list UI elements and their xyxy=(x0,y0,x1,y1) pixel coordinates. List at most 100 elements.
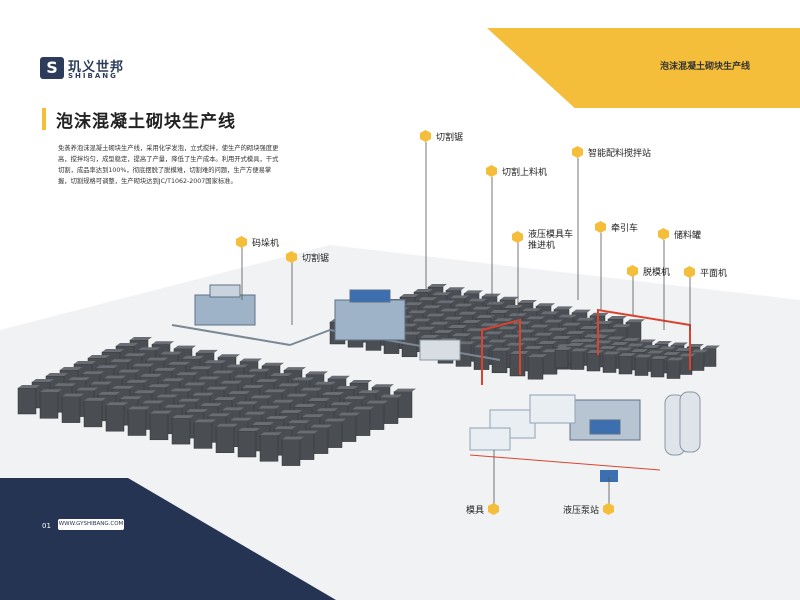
block-pallet-top xyxy=(314,381,336,385)
block-pallet-top xyxy=(599,346,616,349)
block-pallet xyxy=(127,409,147,436)
block-pallet-top xyxy=(639,339,656,343)
block-pallet-top xyxy=(562,322,581,326)
block-pallet-top xyxy=(494,318,513,322)
block-pallet-top xyxy=(444,316,463,320)
mixing-station xyxy=(569,399,641,441)
marker-hex-icon xyxy=(595,221,606,233)
block-pallet-top xyxy=(448,325,467,328)
block-pallet-top xyxy=(190,366,212,370)
block-pallet-top xyxy=(204,360,226,364)
block-pallet-top xyxy=(643,345,660,348)
block-pallet-top xyxy=(140,373,162,377)
block-pallet-top xyxy=(150,410,172,414)
block-pallet-top xyxy=(476,315,495,318)
block-pallet-top xyxy=(470,336,489,340)
block-pallet-top xyxy=(282,436,304,440)
block-pallet-top xyxy=(627,343,644,347)
block-pallet-top xyxy=(571,348,588,352)
block-pallet-top xyxy=(530,324,549,328)
block-pallet-top xyxy=(262,362,284,366)
block-pallet-top xyxy=(552,336,571,339)
label-hydraulic-pump: 液压泵站 xyxy=(563,506,600,516)
block-pallet-top xyxy=(468,298,487,302)
block-pallet-top xyxy=(242,385,264,389)
block-pallet-top xyxy=(156,394,178,398)
block-pallet-top xyxy=(408,310,427,314)
block-pallet xyxy=(570,351,585,370)
block-pallet-top xyxy=(116,343,138,346)
block-pallet-top xyxy=(76,387,98,391)
block-pallet-top xyxy=(352,406,374,410)
block-pallet-top xyxy=(635,354,652,358)
website-link[interactable]: WWW.GYSHIBANG.COM xyxy=(58,519,124,530)
block-pallet-top xyxy=(466,328,485,332)
block-pallet-top xyxy=(160,351,182,355)
block-pallet-top xyxy=(703,345,720,349)
block-pallet-top xyxy=(330,402,352,406)
block-pallet-top xyxy=(446,287,465,291)
block-pallet-top xyxy=(226,364,248,368)
block-pallet-top xyxy=(538,341,557,344)
block-pallet-top xyxy=(655,341,672,344)
block-pallet-top xyxy=(394,388,416,392)
marker-hex-icon xyxy=(286,251,297,263)
block-pallet-top xyxy=(104,375,126,379)
block-pallet-top xyxy=(590,312,609,316)
block-pallet-top xyxy=(518,300,537,303)
block-pallet-top xyxy=(18,385,40,388)
block-pallet-top xyxy=(555,347,572,350)
block-pallet-top xyxy=(60,367,82,370)
block-pallet-top xyxy=(472,306,491,310)
block-pallet-top xyxy=(512,321,531,325)
mold-cages xyxy=(469,394,576,451)
block-pallet-top xyxy=(68,377,90,381)
block-pallet-top xyxy=(208,413,230,417)
block-pallet-top xyxy=(46,373,68,376)
marker-hex-icon xyxy=(486,165,497,177)
block-pallet-top xyxy=(172,415,194,419)
block-pallet-top xyxy=(126,379,148,383)
block-pallet xyxy=(666,360,681,379)
block-pallet-top xyxy=(200,403,222,407)
block-pallet-top xyxy=(302,414,324,418)
marker-hex-icon xyxy=(572,146,583,158)
block-pallet-top xyxy=(358,390,380,394)
block-pallet xyxy=(39,392,59,419)
block-pallet-top xyxy=(675,348,692,351)
label-mold: 模具 xyxy=(466,506,485,516)
block-pallet-top xyxy=(583,344,600,348)
block-pallet-top xyxy=(534,332,553,336)
block-pallet-top xyxy=(500,296,519,300)
block-stack-left xyxy=(17,337,416,466)
block-pallet-top xyxy=(598,329,617,333)
block-pallet-top xyxy=(651,356,668,359)
block-pallet-top xyxy=(238,428,260,431)
block-pallet-top xyxy=(522,308,541,312)
block-pallet-top xyxy=(252,422,274,425)
brand-name-en: SHIBANG xyxy=(68,72,118,80)
block-pallet-top xyxy=(236,401,258,405)
block-pallet-top xyxy=(308,398,330,401)
block-pallet-top xyxy=(450,295,469,299)
block-pallet-top xyxy=(452,333,471,337)
block-pallet xyxy=(586,352,601,372)
block-pallet-top xyxy=(591,335,608,338)
block-pallet-top xyxy=(611,342,628,345)
block-pallet-top xyxy=(130,337,152,340)
block-pallet-top xyxy=(90,381,112,385)
block-pallet-top xyxy=(88,355,110,358)
block-pallet-top xyxy=(520,337,539,341)
marker-hex-icon xyxy=(488,503,499,515)
block-pallet-top xyxy=(372,384,394,388)
block-pallet-top xyxy=(176,372,198,376)
block-pallet-top xyxy=(456,341,475,345)
block-pallet-top xyxy=(316,408,338,412)
block-pallet xyxy=(215,426,235,453)
label-tractor: 牵引车 xyxy=(611,224,639,234)
block-stack-right xyxy=(554,335,720,379)
hydraulic-pump-unit xyxy=(600,470,618,482)
block-pallet-top xyxy=(134,390,156,394)
label-storage-tank: 储料罐 xyxy=(674,231,702,241)
